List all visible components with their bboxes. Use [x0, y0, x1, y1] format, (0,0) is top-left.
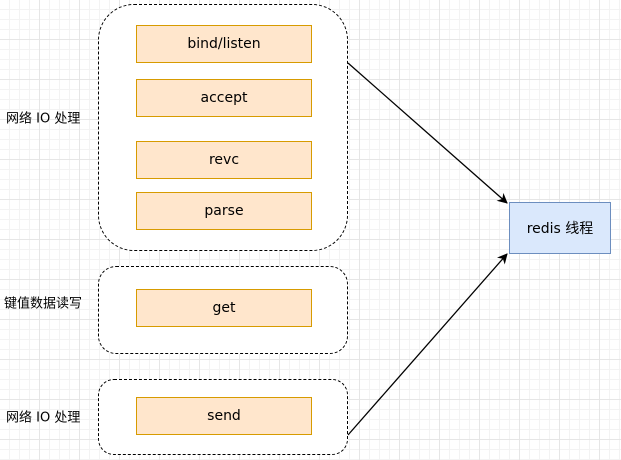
kv-read-write-label: 键值数据读写: [4, 296, 83, 312]
get-step: get: [136, 289, 312, 327]
redis-thread-box: redis 线程: [509, 202, 611, 254]
arrow-send-to-thread: [347, 253, 508, 436]
send-step: send: [136, 397, 312, 435]
accept-step: accept: [136, 79, 312, 117]
parse-step: parse: [136, 192, 312, 230]
network-io-input-label: 网络 IO 处理: [6, 111, 81, 127]
revc-step: revc: [136, 141, 312, 179]
network-io-output-label: 网络 IO 处理: [6, 410, 81, 426]
bind-listen-step: bind/listen: [136, 25, 312, 63]
arrow-network-io-to-thread: [347, 62, 508, 204]
